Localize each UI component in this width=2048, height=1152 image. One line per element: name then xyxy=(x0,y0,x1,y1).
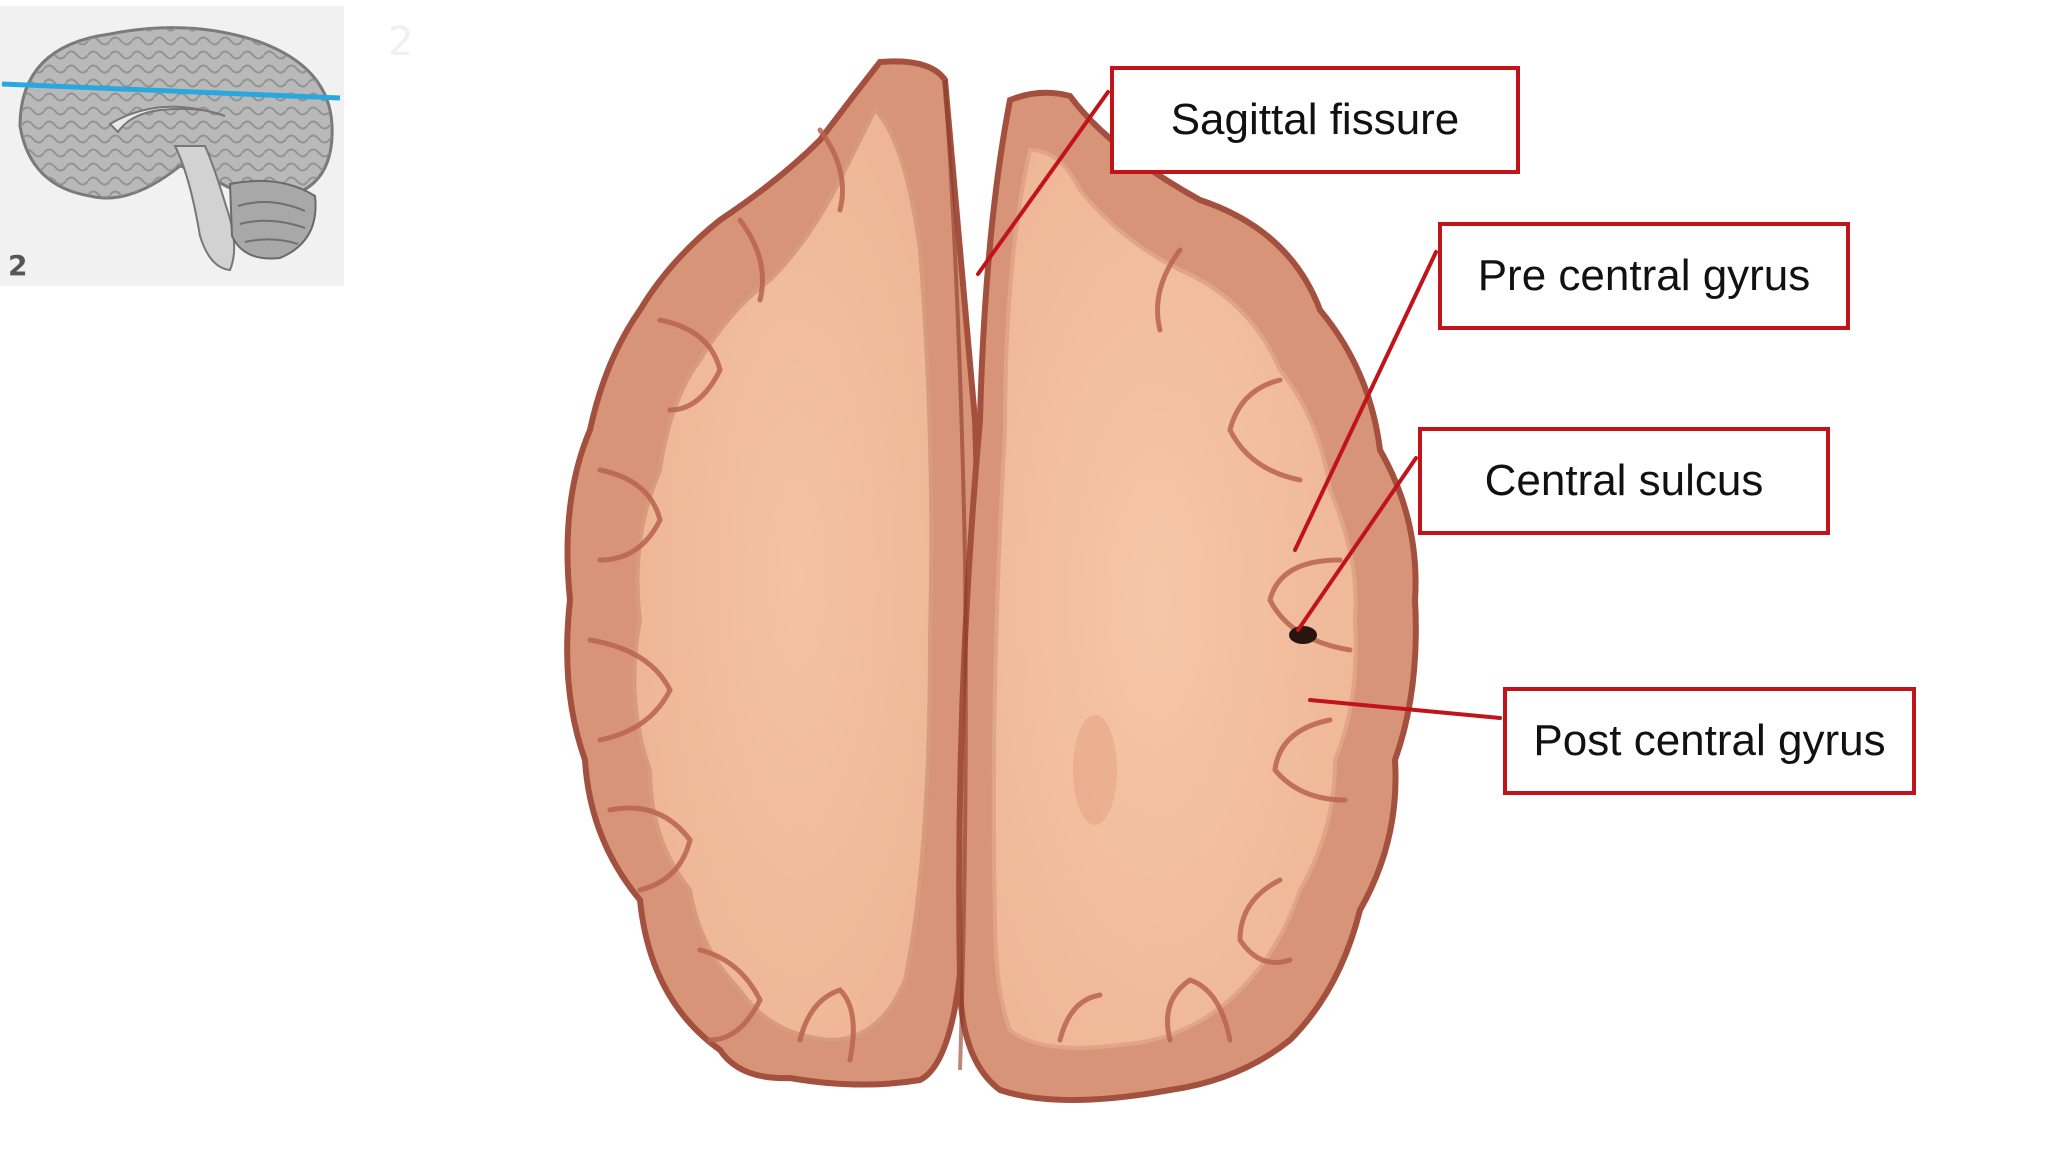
post-central-gyrus-label: Post central gyrus xyxy=(1503,687,1916,795)
post-central-gyrus-leader xyxy=(1308,698,1502,720)
sagittal-fissure-gap xyxy=(943,79,968,1071)
brain-sagittal-icon xyxy=(1,26,341,272)
central-sulcus-mark xyxy=(1289,626,1317,644)
central-sulcus-label: Central sulcus xyxy=(1418,427,1830,535)
pre-central-gyrus-label: Pre central gyrus xyxy=(1438,222,1850,330)
central-sulcus-leader xyxy=(1296,456,1418,632)
sagittal-fissure-leader xyxy=(976,90,1110,276)
thumbnail-number: 2 xyxy=(8,249,28,282)
section-plane-line xyxy=(1,81,341,101)
watermark-number: 2 xyxy=(388,19,414,65)
left-hemisphere xyxy=(564,58,982,1088)
sagittal-fissure-label: Sagittal fissure xyxy=(1110,66,1520,174)
right-hemisphere xyxy=(956,89,1419,1103)
pre-central-gyrus-leader xyxy=(1293,250,1438,552)
section-plane-thumbnail: 2 xyxy=(0,6,344,286)
